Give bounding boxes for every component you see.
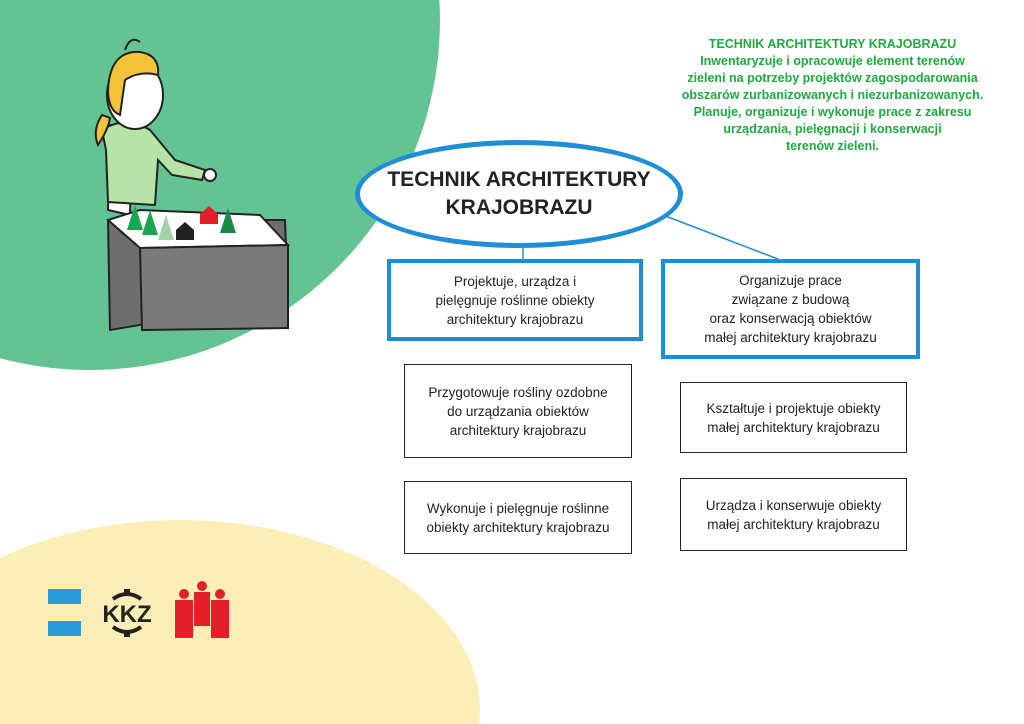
occupation-description: TECHNIK ARCHITEKTURY KRAJOBRAZU Inwentar… xyxy=(660,36,1005,155)
description-line: Planuje, organizuje i wykonuje prace z z… xyxy=(693,105,972,119)
subtask-box: Urządza i konserwuje obiekty małej archit… xyxy=(680,478,907,551)
box-text: Organizuje prace xyxy=(739,273,842,288)
subtask-box: Kształtuje i projektuje obiekty małej arc… xyxy=(680,382,907,453)
subtask-box: Wykonuje i pielęgnuje roślinne obiekty ar… xyxy=(404,481,632,554)
box-text: małej architektury krajobrazu xyxy=(707,516,880,532)
central-title-ellipse: TECHNIK ARCHITEKTURY KRAJOBRAZU xyxy=(355,140,683,248)
task-box-plants: Projektuje, urządza i pielęgnuje roślinne… xyxy=(387,259,643,341)
box-text: do urządzania obiektów xyxy=(447,403,589,419)
description-line: Inwentaryzuje i opracowuje element teren… xyxy=(700,54,965,68)
central-title-line: TECHNIK ARCHITEKTURY xyxy=(387,168,651,191)
box-text: Kształtuje i projektuje obiekty xyxy=(706,400,881,416)
flag-logo xyxy=(48,589,81,636)
description-line: urządzania, pielęgnacji i konserwacji xyxy=(723,122,942,136)
people-logo xyxy=(175,581,229,638)
task-box-small-architecture: Organizuje prace związane z budową oraz ko… xyxy=(661,259,920,359)
box-text: oraz konserwacją obiektów xyxy=(709,311,872,326)
box-text: Urządza i konserwuje obiekty xyxy=(705,497,882,513)
box-text: architektury krajobrazu xyxy=(449,422,587,438)
box-text: małej architektury krajobrazu xyxy=(707,419,880,435)
description-line: obszarów zurbanizowanych i niezurbanizow… xyxy=(681,88,984,102)
box-text: pielęgnuje roślinne obiekty xyxy=(435,292,595,308)
box-text: architektury krajobrazu xyxy=(446,311,584,327)
subtask-box: Przygotowuje rośliny ozdobne do urządzani… xyxy=(404,364,632,458)
box-text: małej architektury krajobrazu xyxy=(704,330,877,345)
box-text: Przygotowuje rośliny ozdobne xyxy=(428,384,608,400)
yellow-background-shape xyxy=(0,519,481,724)
box-text: związane z budową xyxy=(731,292,850,307)
description-line: terenów zieleni. xyxy=(785,139,880,153)
box-text: Projektuje, urządza i xyxy=(453,273,577,289)
box-text: Wykonuje i pielęgnuje roślinne xyxy=(426,500,610,516)
central-title-line: KRAJOBRAZU xyxy=(445,196,593,219)
box-text: obiekty architektury krajobrazu xyxy=(426,519,610,535)
kkz-gear-logo: KKZ xyxy=(102,589,152,637)
kkz-logo-text: KKZ xyxy=(102,601,151,628)
description-line: zieleni na potrzeby projektów zagospodar… xyxy=(687,71,978,85)
description-title: TECHNIK ARCHITEKTURY KRAJOBRAZU xyxy=(708,37,957,51)
landscape-architect-illustration xyxy=(94,38,291,332)
